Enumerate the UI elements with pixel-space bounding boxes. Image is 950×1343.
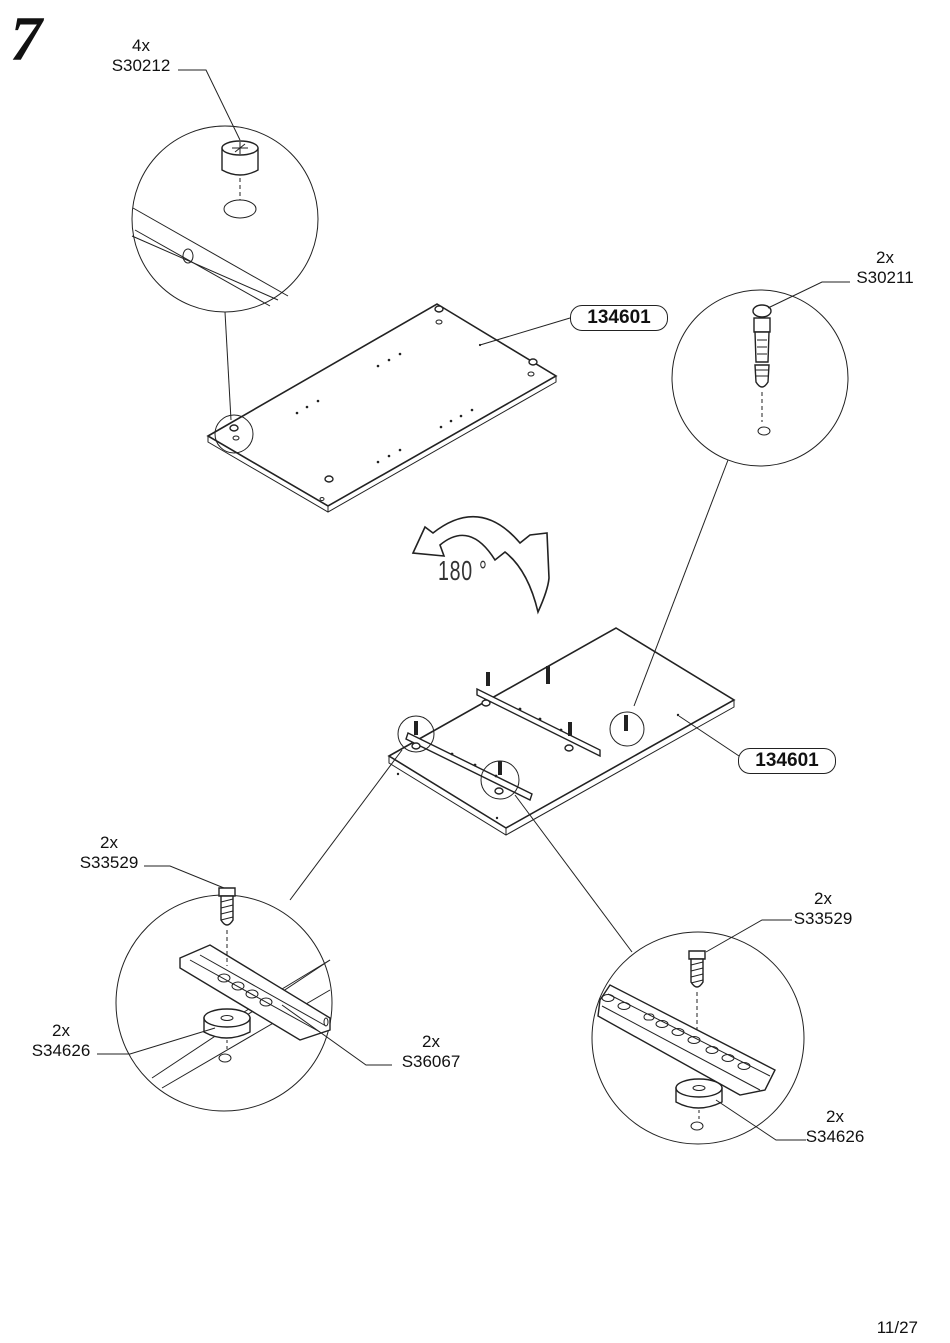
- callout-screw-left: 2x S33529: [74, 833, 144, 873]
- callout-qty: 2x: [876, 248, 894, 267]
- callout-qty: 2x: [422, 1032, 440, 1051]
- callout-qty: 2x: [826, 1107, 844, 1126]
- callout-code: S34626: [805, 1127, 865, 1146]
- callout-qty: 2x: [814, 889, 832, 908]
- callout-code: S33529: [793, 909, 853, 928]
- page-number: 11/27: [876, 1318, 918, 1337]
- panel-part-number-bottom: 134601: [738, 748, 836, 774]
- callout-code: S36067: [401, 1052, 461, 1071]
- panel-part-number-top: 134601: [570, 305, 668, 331]
- cam-lock-detail: [131, 125, 319, 421]
- callout-cam-lock: 4x S30212: [108, 36, 174, 76]
- step-number: 7: [10, 3, 42, 74]
- callout-code: S30211: [856, 268, 914, 287]
- callout-rail: 2x S36067: [396, 1032, 466, 1072]
- callout-code: S33529: [79, 853, 139, 872]
- cam-dowel-detail: [633, 289, 849, 707]
- bottom-panel: [289, 627, 743, 953]
- callout-screw-right: 2x S33529: [788, 889, 858, 929]
- top-panel: [206, 303, 558, 513]
- callout-washer-right: 2x S34626: [800, 1107, 870, 1147]
- callout-qty: 2x: [52, 1021, 70, 1040]
- callout-washer-left: 2x S34626: [26, 1021, 96, 1061]
- rotation-label: 180 °: [438, 555, 488, 586]
- rotation-arrow: [411, 515, 550, 615]
- callout-qty: 4x: [132, 36, 150, 55]
- callout-cam-dowel: 2x S30211: [850, 248, 920, 288]
- rail-right-detail: [591, 931, 805, 1145]
- callout-qty: 2x: [100, 833, 118, 852]
- callout-code: S30212: [111, 56, 171, 75]
- rail-left-detail: [115, 887, 333, 1112]
- callout-code: S34626: [31, 1041, 91, 1060]
